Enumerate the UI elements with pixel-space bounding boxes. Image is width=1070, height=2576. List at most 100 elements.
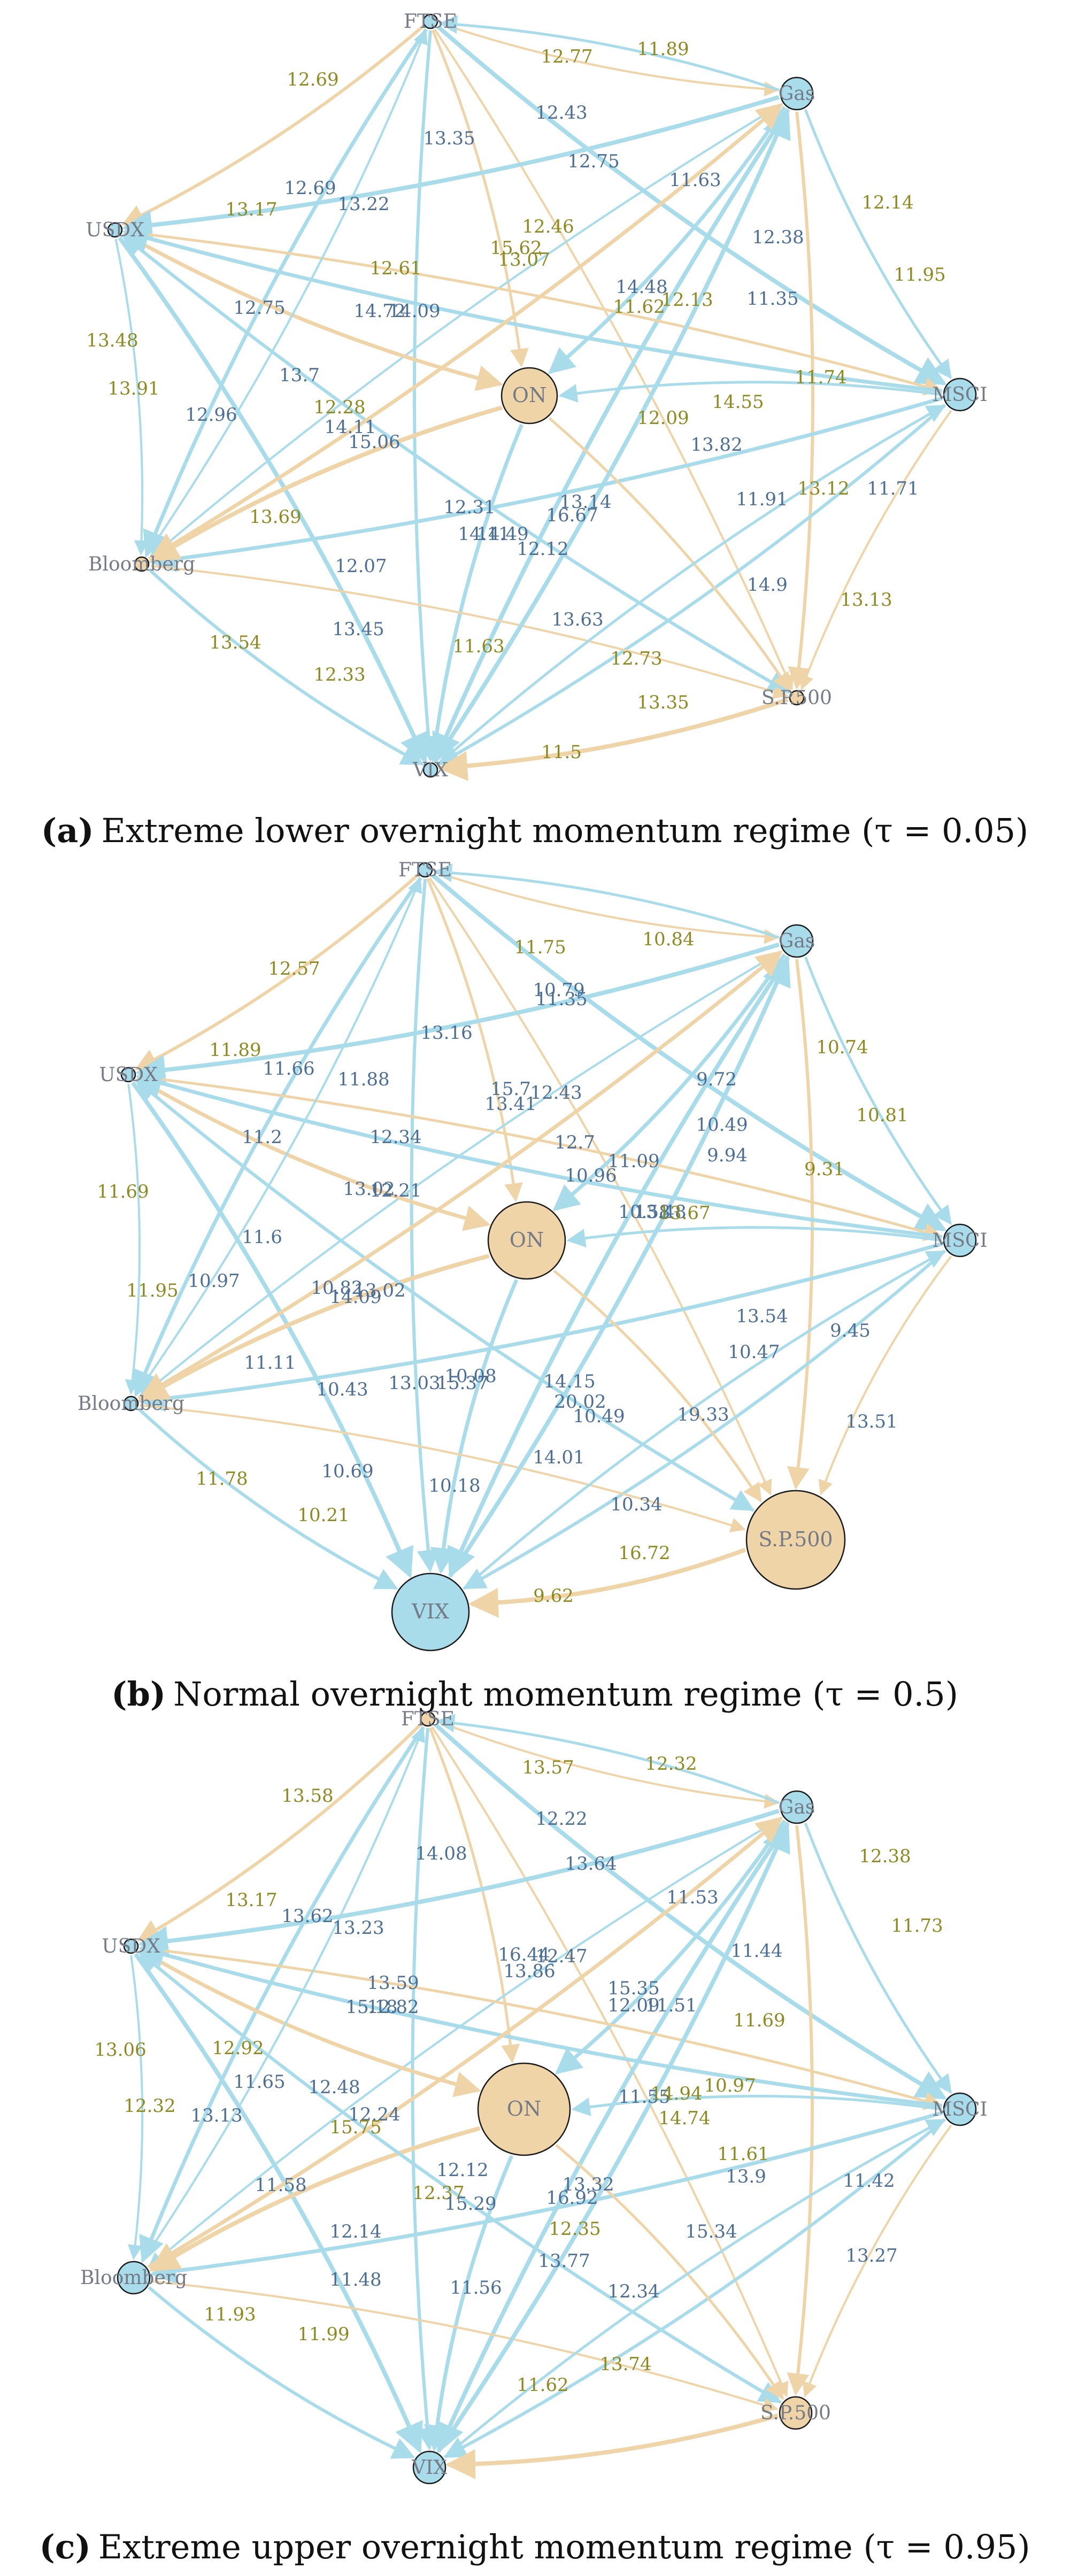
edge-weight-label: 13.35 <box>423 128 475 149</box>
edge-msci-on <box>566 1226 942 1247</box>
edge-ftse-on <box>428 1727 520 2064</box>
edge-weight-label: 14.15 <box>543 1371 595 1392</box>
edge-weight-label: 14.48 <box>615 276 667 298</box>
edge-weight-label: 15.62 <box>490 237 542 259</box>
edge-bloomberg-vix <box>137 1407 398 1590</box>
edge-weight-label: 12.82 <box>367 1996 419 2018</box>
edge-weight-label: 13.07 <box>498 249 550 271</box>
edge-weight-label: 13.22 <box>337 194 389 215</box>
edge-weight-label: 11.71 <box>867 478 919 499</box>
edge-weight-label: 10.79 <box>533 980 584 1001</box>
node-label-ftse: FTSE <box>404 11 457 33</box>
edge-weight-label: 11.11 <box>244 1352 296 1374</box>
caption-c: (c)Extreme upper overnight momentum regi… <box>39 2527 1030 2566</box>
node-label-msci: MSCI <box>932 1230 987 1252</box>
edge-msci-bloomberg <box>138 1242 943 1412</box>
edge-weight-label: 11.5 <box>541 742 582 763</box>
edge-ftse-gas <box>436 1720 780 1809</box>
edge-weight-label: 9.45 <box>830 1320 871 1341</box>
node-gas <box>780 1790 814 1824</box>
edge-weight-label: 11.35 <box>535 989 587 1010</box>
edge-weight-label: 12.32 <box>645 1753 697 1775</box>
edge-gas-usdx <box>135 942 780 1085</box>
edge-weight-label: 14.11 <box>458 523 510 545</box>
edge-weight-label: 9.62 <box>533 1585 574 1607</box>
edge-weight-label: 11.89 <box>209 1039 261 1061</box>
edge-gas-bloomberg <box>138 950 783 1399</box>
edge-usdx-bloomberg <box>127 1955 144 2260</box>
edge-weight-label: 13.54 <box>736 1306 788 1327</box>
edge-weight-label: 13.63 <box>551 609 603 630</box>
edge-weight-label: 12.75 <box>567 151 619 172</box>
edge-weight-label: 11.95 <box>126 1280 178 1301</box>
edge-weight-label: 12.57 <box>268 958 320 980</box>
node-ftse <box>417 862 433 878</box>
edge-on-vix <box>430 1279 519 1575</box>
edge-weight-label: 13.03 <box>388 1372 440 1394</box>
edge-weight-label: 13.16 <box>420 1022 472 1044</box>
edge-weight-label: 16.92 <box>546 2187 598 2209</box>
edge-ftse-bloomberg <box>143 28 428 558</box>
edge-on-bloomberg <box>149 2126 481 2272</box>
node-label-gas: Gas <box>779 1796 815 1818</box>
edge-weight-label: 11.74 <box>795 367 846 388</box>
edge-weight-label: 10.47 <box>728 1341 780 1363</box>
edge-weight-label: 14.9 <box>747 574 788 596</box>
edge-weight-label: 12.24 <box>348 2104 400 2125</box>
edge-usdx-vix <box>118 236 428 764</box>
node-label-gas: Gas <box>779 83 815 105</box>
edge-weight-label: 12.75 <box>233 297 285 319</box>
edge-ftse-gas <box>434 870 780 944</box>
node-msci <box>943 2092 977 2126</box>
edge-weight-label: 14.08 <box>415 1843 467 1864</box>
node-label-usdx: USDX <box>102 1935 160 1957</box>
edge-weight-label: 11.63 <box>669 169 721 191</box>
edge-weight-label: 13.51 <box>845 1411 897 1432</box>
edge-weight-label: 10.49 <box>573 1406 625 1427</box>
node-label-bloomberg: Bloomberg <box>88 553 195 575</box>
node-msci <box>943 377 977 412</box>
node-bloomberg <box>134 556 150 572</box>
edge-bloomberg-gas <box>137 950 783 1400</box>
edge-weight-label: 11.6 <box>242 1227 282 1248</box>
node-label-sp500: S.P.500 <box>760 2402 831 2424</box>
edge-weight-label: 14.49 <box>476 523 528 545</box>
edge-weight-label: 12.7 <box>555 1132 595 1153</box>
edge-weight-label: 10.97 <box>704 2075 756 2096</box>
edge-msci-on <box>571 2095 942 2116</box>
edge-bloomberg-sp500 <box>140 1404 746 1533</box>
edge-weight-label: 12.21 <box>370 1180 421 1201</box>
edge-ftse-on <box>426 878 523 1202</box>
edge-gas-msci <box>804 1823 952 2094</box>
edge-msci-usdx <box>122 225 943 393</box>
edge-bloomberg-gas <box>147 1816 783 2269</box>
node-label-vix: VIX <box>412 759 448 781</box>
edge-weight-label: 13.41 <box>484 1093 536 1115</box>
edge-weight-label: 11.89 <box>637 38 689 60</box>
edge-weight-label: 13.32 <box>562 2174 614 2195</box>
node-label-bloomberg: Bloomberg <box>80 2267 187 2289</box>
edge-weight-label: 12.73 <box>610 648 662 669</box>
node-vix <box>412 2450 447 2485</box>
node-on <box>501 367 558 425</box>
edge-weight-label: 14.09 <box>329 1286 381 1308</box>
edge-usdx-msci <box>140 1946 943 2110</box>
edge-bloomberg-sp500 <box>151 2280 779 2412</box>
edge-weight-label: 12.38 <box>752 227 804 248</box>
edge-weight-label: 12.69 <box>284 178 336 199</box>
edge-weight-label: 10.97 <box>188 1270 240 1292</box>
node-label-msci: MSCI <box>932 384 987 406</box>
edge-bloomberg-ftse <box>145 29 428 557</box>
edge-gas-sp500 <box>787 1825 814 2396</box>
edge-weight-label: 11.61 <box>717 2143 769 2165</box>
edge-usdx-bloomberg <box>125 1083 141 1395</box>
edge-gas-on <box>555 1819 787 2074</box>
node-vix <box>422 762 438 778</box>
edge-msci-usdx <box>135 1070 943 1239</box>
edge-msci-sp500 <box>799 410 952 690</box>
